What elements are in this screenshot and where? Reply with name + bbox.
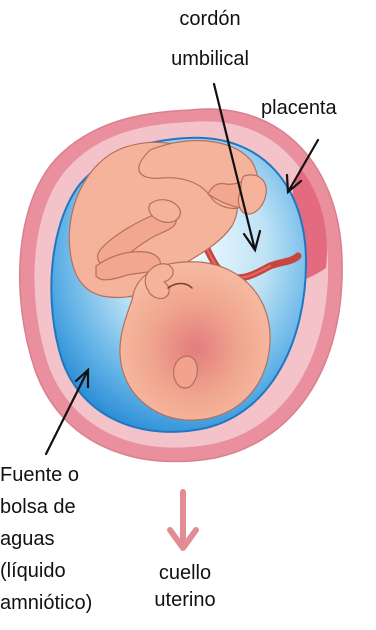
label-umbilical-cord: cordón umbilical <box>150 7 270 71</box>
label-line: amniótico) <box>0 587 92 619</box>
label-line: umbilical <box>150 47 270 71</box>
fetus-head <box>120 262 270 420</box>
label-cervix: cuello uterino <box>140 560 230 614</box>
fetus-ear <box>174 356 198 388</box>
label-line: (líquido <box>0 555 92 587</box>
label-line: uterino <box>140 587 230 614</box>
label-line: bolsa de <box>0 491 92 523</box>
label-line: cuello <box>140 560 230 587</box>
label-line: placenta <box>261 96 337 120</box>
label-amniotic-fluid: Fuente o bolsa de aguas (líquido amnióti… <box>0 459 92 619</box>
label-line: aguas <box>0 523 92 555</box>
label-line: Fuente o <box>0 459 92 491</box>
label-placenta: placenta <box>261 96 337 120</box>
cervix-arrow <box>170 492 196 548</box>
label-line: cordón <box>150 7 270 31</box>
